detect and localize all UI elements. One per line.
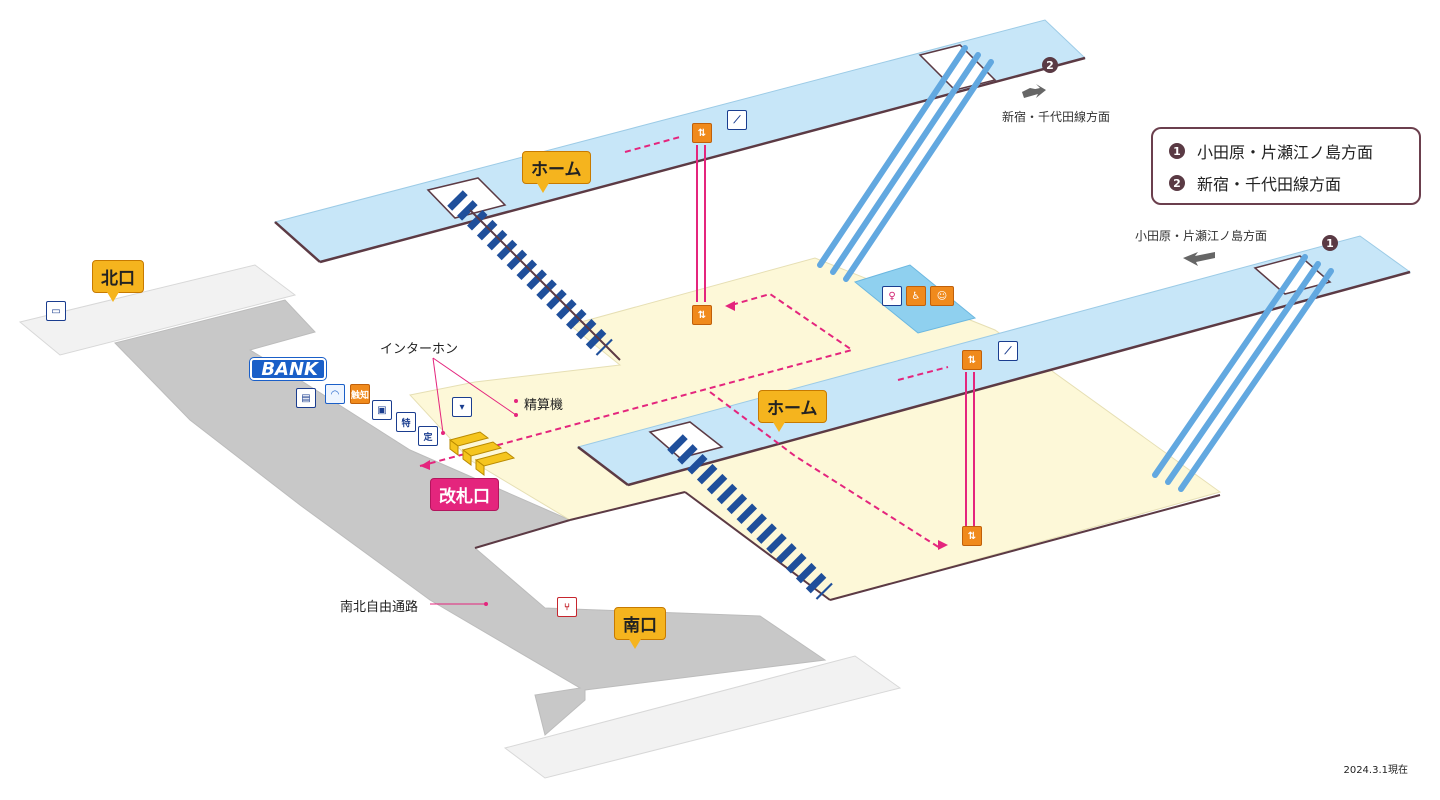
lower-platform-callout: ホーム [758, 390, 827, 432]
upper-staircase [447, 190, 621, 361]
ticket-gate-label: 改札口 [439, 487, 490, 507]
shinjuku-direction-label: 新宿・千代田線方面 [1002, 110, 1111, 124]
legend-number-1: 1 [1169, 143, 1185, 159]
commuter-pass-text: 定 [423, 432, 433, 443]
limited-express-text: 特 [401, 418, 411, 429]
ticket-gates [448, 431, 516, 476]
upper-platform-callout: ホーム [522, 151, 591, 193]
fare-adjustment-label: 精算機 [524, 398, 564, 413]
legend-row-1: 1 小田原・片瀬江ノ島方面 [1169, 139, 1373, 163]
south-exit-walkway [503, 655, 902, 779]
escalator-icon-lower: ⟋ [998, 341, 1018, 361]
south-exit-label: 南口 [623, 616, 657, 636]
tactile-map-icon: 触知 [350, 384, 370, 404]
intercom-label: インターホン [380, 342, 459, 357]
south-exit-callout: 南口 [614, 607, 666, 649]
accessible-route [419, 136, 949, 549]
accessible-toilet-icon: ♿ [906, 286, 926, 306]
lower-platform-label: ホーム [767, 399, 818, 419]
wireless-icon: ◠ [325, 384, 345, 404]
family-room-icon: ☺ [930, 286, 954, 306]
upper-platform-label: ホーム [531, 160, 582, 180]
ticket-machine-icon: ▣ [372, 400, 392, 420]
date-stamp: 2024.3.1現在 [1343, 765, 1408, 776]
odawara-direction-label: 小田原・片瀬江ノ島方面 [1135, 229, 1268, 243]
bus-icon: ▭ [46, 301, 66, 321]
commuter-pass-icon: 定 [418, 426, 438, 446]
toilet-icon: ♀ [882, 286, 902, 306]
coin-locker-icon: ▤ [296, 388, 316, 408]
elevator-icon-concourse-upper: ⇅ [692, 305, 712, 325]
atm-bank-logo: BANK [250, 358, 326, 380]
ticket-gate-callout: 改札口 [430, 478, 499, 511]
stair-opening-upper [426, 177, 507, 219]
limited-express-ticket-icon: 特 [396, 412, 416, 432]
legend-number-2: 2 [1169, 175, 1185, 191]
legend-text-1: 小田原・片瀬江ノ島方面 [1197, 143, 1374, 162]
lower-escalators [1152, 254, 1334, 492]
north-exit-label: 北口 [101, 269, 135, 289]
legend-row-2: 2 新宿・千代田線方面 [1169, 171, 1341, 195]
tactile-map-text: 触知 [351, 390, 370, 401]
restaurant-icon: ⑂ [557, 597, 577, 617]
elevator-shaft-lower [965, 372, 975, 528]
escalator-icon-upper: ⟋ [727, 110, 747, 130]
direction-2-marker: 2 [1042, 57, 1058, 73]
passage-label: 南北自由通路 [340, 600, 419, 615]
elevator-shaft-upper [696, 145, 706, 302]
upper-escalators [817, 45, 994, 282]
bank-logo-text: BANK [261, 358, 318, 380]
direction-legend: 1 小田原・片瀬江ノ島方面 2 新宿・千代田線方面 [1151, 127, 1421, 205]
elevator-icon-upper-platform: ⇅ [692, 123, 712, 143]
elevator-icon-concourse-lower: ⇅ [962, 526, 982, 546]
fare-adjustment-machine-icon: ▾ [452, 397, 472, 417]
elevator-icon-lower-platform: ⇅ [962, 350, 982, 370]
direction-1-marker: 1 [1322, 235, 1338, 251]
north-exit-walkway [18, 264, 297, 356]
north-exit-callout: 北口 [92, 260, 144, 302]
legend-text-2: 新宿・千代田線方面 [1197, 175, 1342, 194]
